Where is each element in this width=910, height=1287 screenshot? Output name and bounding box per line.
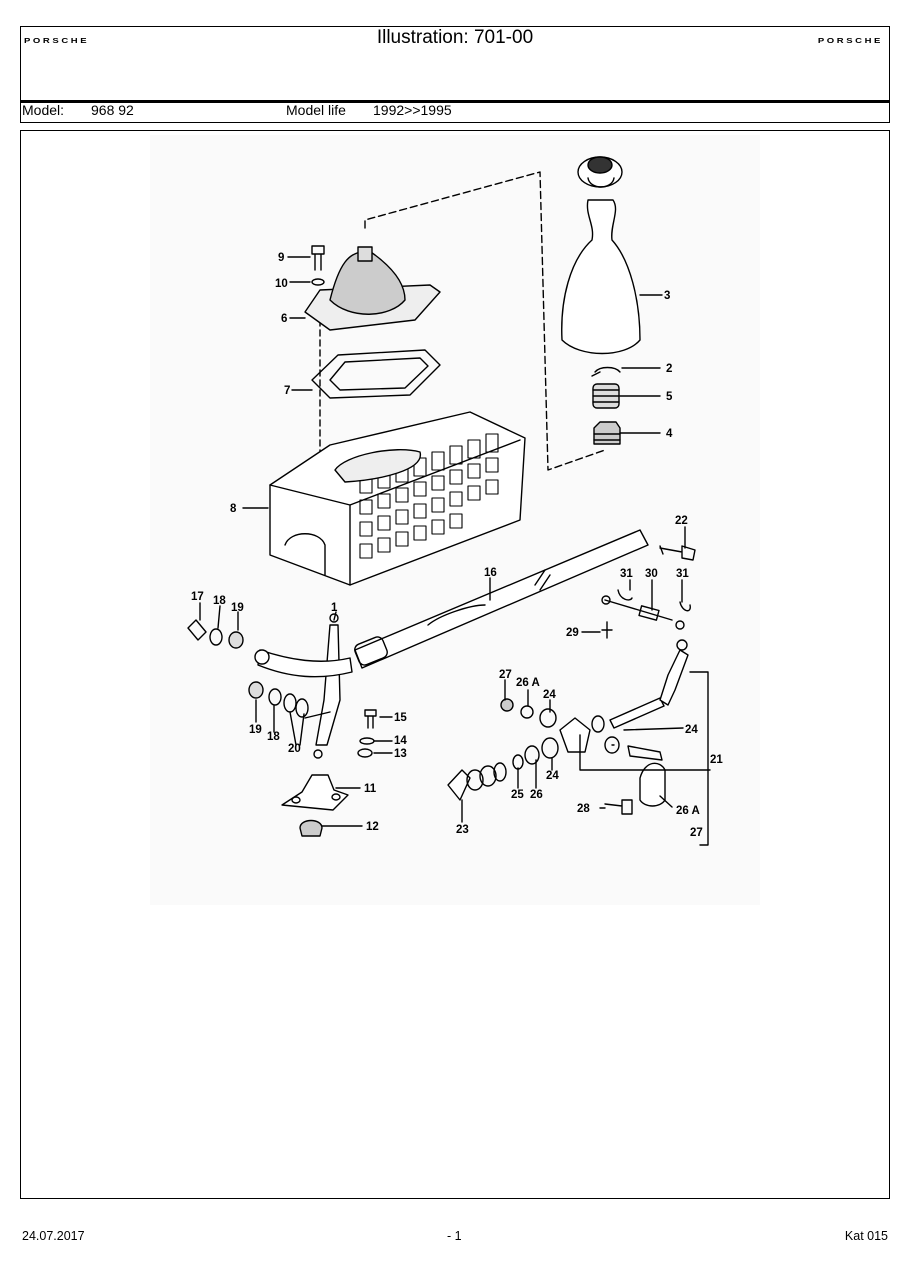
callout-9: 9 [278, 252, 284, 264]
callout-15: 15 [394, 712, 407, 724]
callout-26: 26 [530, 789, 543, 801]
callout-4: 4 [666, 428, 673, 440]
callout-30: 30 [645, 568, 658, 580]
callout-18: 18 [213, 595, 226, 607]
callout-24c: 24 [546, 770, 559, 782]
callout-26a: 26 A [516, 677, 540, 689]
header-divider [21, 100, 889, 103]
model-life-label: Model life [286, 102, 346, 118]
callout-27: 27 [499, 669, 512, 681]
callout-24: 24 [543, 689, 556, 701]
callout-18b: 18 [267, 731, 280, 743]
callout-22: 22 [675, 515, 688, 527]
callout-1: 1 [331, 602, 338, 614]
callout-19b: 19 [249, 724, 262, 736]
callout-24b: 24 [685, 724, 698, 736]
footer-date: 24.07.2017 [22, 1229, 85, 1243]
porsche-logo-right: PORSCHE [817, 37, 883, 46]
callout-6: 6 [281, 313, 287, 325]
footer-page-number: - 1 [447, 1229, 462, 1243]
model-life-value: 1992>>1995 [373, 102, 452, 118]
illustration-title: Illustration: 701-00 [376, 27, 534, 48]
callout-10: 10 [275, 278, 288, 290]
model-label: Model: [22, 102, 65, 118]
callout-12: 12 [366, 821, 379, 833]
footer-catalog: Kat 015 [844, 1229, 888, 1243]
callout-29: 29 [566, 627, 579, 639]
model-value: 968 92 [91, 102, 134, 118]
porsche-logo-left: PORSCHE [24, 37, 90, 46]
callout-5: 5 [666, 391, 673, 403]
drawing-frame [20, 130, 890, 1199]
callout-16: 16 [484, 567, 497, 579]
callout-2: 2 [666, 363, 672, 375]
callout-14: 14 [394, 735, 407, 747]
callout-28: 28 [577, 803, 590, 815]
callout-17: 17 [191, 591, 204, 603]
callout-8: 8 [230, 503, 237, 515]
callout-20: 20 [288, 743, 301, 755]
callout-13: 13 [394, 748, 407, 760]
header-box: PORSCHE Illustration: 701-00 PORSCHE Mod… [20, 26, 890, 123]
callout-21: 21 [710, 754, 723, 766]
callout-25: 25 [511, 789, 524, 801]
callout-11: 11 [364, 783, 377, 795]
exploded-parts-diagram: 1 2 3 4 5 6 7 8 9 10 11 12 13 14 15 16 1… [150, 135, 760, 905]
callout-23: 23 [456, 824, 469, 836]
callout-31b: 31 [676, 568, 689, 580]
callout-31: 31 [620, 568, 633, 580]
callout-19: 19 [231, 602, 244, 614]
callout-26a-b: 26 A [676, 805, 700, 817]
callout-7: 7 [284, 385, 290, 397]
callout-27b: 27 [690, 827, 703, 839]
callout-3: 3 [664, 290, 670, 302]
